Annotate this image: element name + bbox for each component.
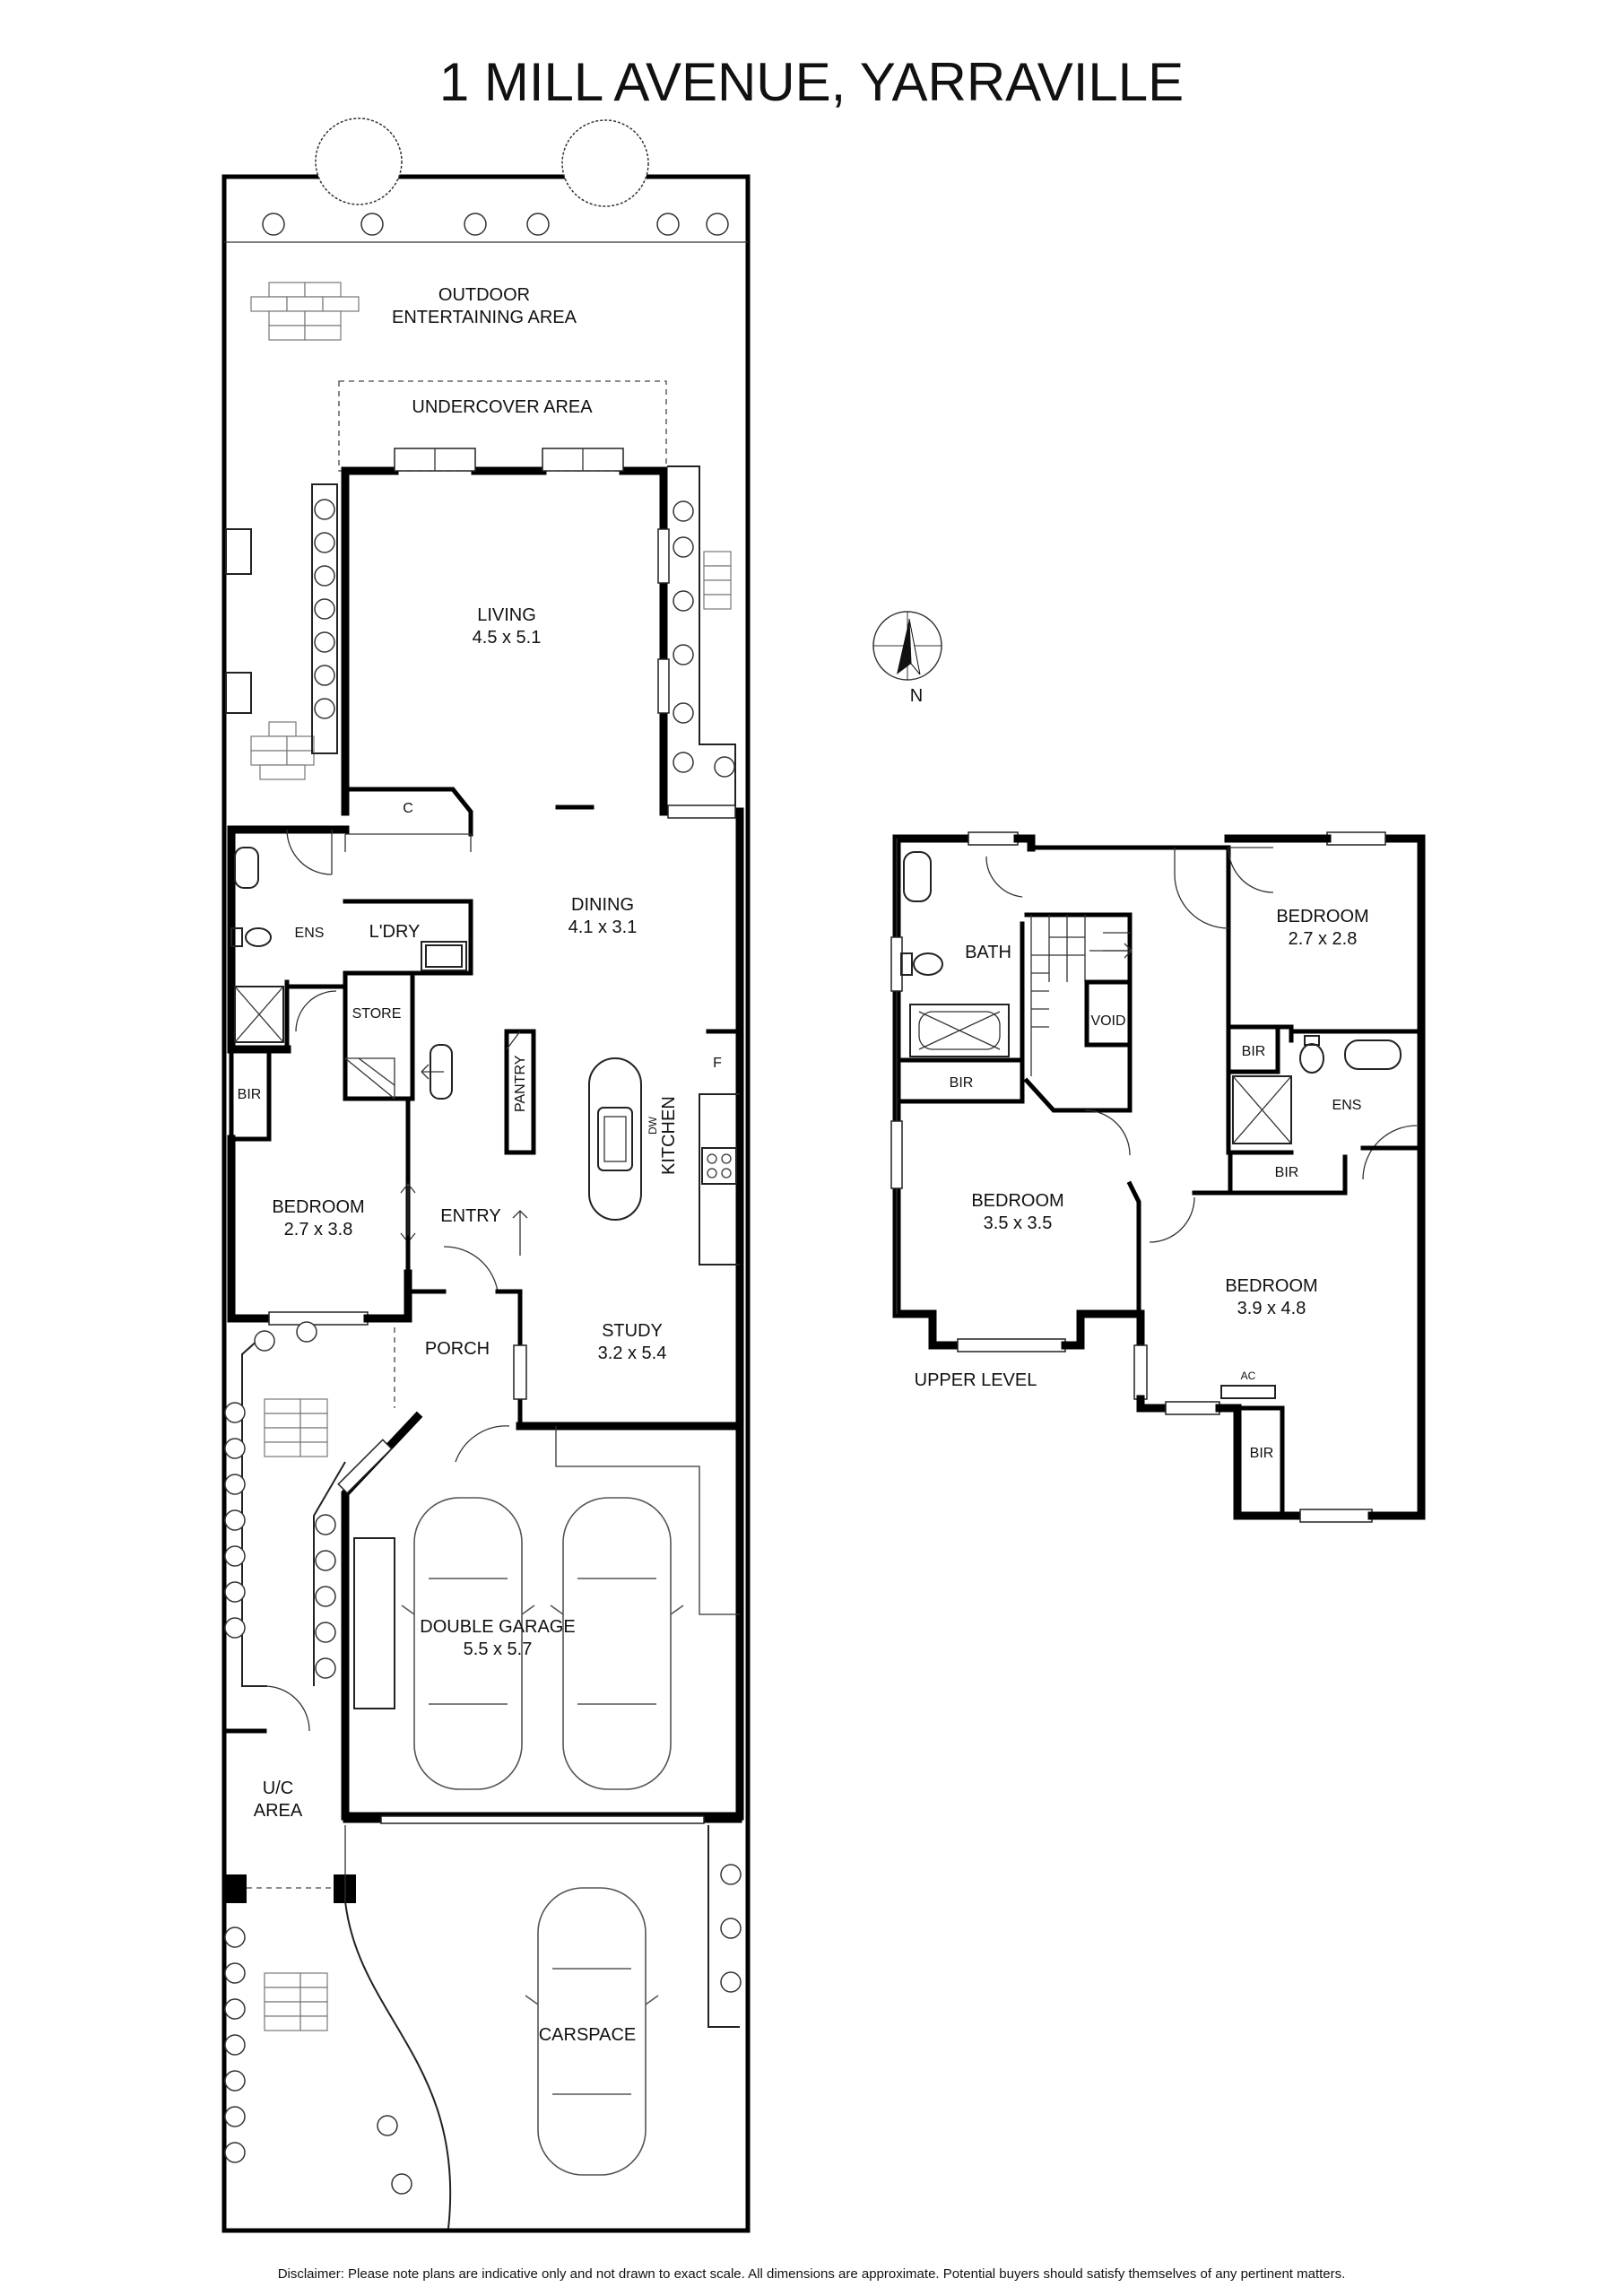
carspace-label: CARSPACE bbox=[539, 2025, 637, 2045]
kitchen-label: KITCHEN bbox=[659, 1096, 679, 1175]
fridge-label: F bbox=[713, 1056, 722, 1071]
upper-bir3-label: BIR bbox=[1275, 1165, 1299, 1180]
plan-title: 1 MILL AVENUE, YARRAVILLE bbox=[439, 52, 1184, 112]
shrub-row-top bbox=[262, 213, 729, 236]
upper-floor-plan: BATH BIR VOID BEDROOM 3.5 x 3.5 BEDROOM … bbox=[890, 831, 1426, 1523]
shrub-row-side bbox=[224, 1321, 336, 1679]
dw-label: DW bbox=[647, 1116, 659, 1135]
shrub-row-left bbox=[314, 499, 335, 719]
shrub-row-right bbox=[673, 500, 735, 778]
upper-bir2-label: BIR bbox=[1242, 1044, 1266, 1059]
upper-bedroom-w-label: BEDROOM bbox=[971, 1191, 1063, 1211]
uc-area-label-2: AREA bbox=[254, 1801, 303, 1821]
undercover-label: UNDERCOVER AREA bbox=[412, 397, 593, 417]
study-size: 3.2 x 5.4 bbox=[598, 1344, 667, 1363]
garage-label: DOUBLE GARAGE bbox=[420, 1617, 575, 1637]
garage-size: 5.5 x 5.7 bbox=[464, 1639, 533, 1659]
compass-label: N bbox=[910, 686, 923, 706]
upper-bedroom-se-label: BEDROOM bbox=[1225, 1276, 1317, 1296]
ground-bir-label: BIR bbox=[238, 1087, 262, 1102]
upper-bir4-label: BIR bbox=[1250, 1446, 1274, 1461]
ground-floor-plan: OUTDOOR ENTERTAINING AREA UNDERCOVER ARE… bbox=[221, 117, 751, 2233]
upper-ens-label: ENS bbox=[1332, 1098, 1362, 1113]
porch-label: PORCH bbox=[425, 1339, 490, 1359]
car-icon bbox=[401, 1497, 684, 1790]
dining-size: 4.1 x 3.1 bbox=[568, 918, 638, 937]
paving-icon bbox=[250, 282, 732, 2031]
upper-bedroom-w-size: 3.5 x 3.5 bbox=[984, 1213, 1053, 1233]
disclaimer: Disclaimer: Please note plans are indica… bbox=[278, 2266, 1346, 2282]
outdoor-label-2: ENTERTAINING AREA bbox=[392, 308, 577, 327]
pantry-label: PANTRY bbox=[513, 1055, 528, 1112]
outdoor-label-1: OUTDOOR bbox=[438, 285, 530, 305]
car-icon bbox=[525, 1887, 659, 2176]
entry-label: ENTRY bbox=[440, 1206, 500, 1226]
cupboard-label: C bbox=[403, 801, 413, 816]
upper-bedroom-se-size: 3.9 x 4.8 bbox=[1237, 1299, 1306, 1318]
dining-label: DINING bbox=[571, 895, 634, 915]
upper-bir1-label: BIR bbox=[950, 1075, 974, 1091]
tree-icon bbox=[315, 117, 649, 207]
living-label: LIVING bbox=[477, 605, 536, 625]
laundry-label: L'DRY bbox=[369, 922, 421, 942]
ground-bedroom-size: 2.7 x 3.8 bbox=[284, 1220, 353, 1239]
ground-bedroom-label: BEDROOM bbox=[272, 1197, 364, 1217]
store-label: STORE bbox=[352, 1006, 402, 1022]
upper-level-label: UPPER LEVEL bbox=[915, 1370, 1037, 1390]
bath-label: BATH bbox=[965, 943, 1011, 962]
undercover-area bbox=[338, 380, 667, 472]
site-boundary bbox=[221, 174, 751, 2233]
study-label: STUDY bbox=[602, 1321, 663, 1341]
ac-label: AC bbox=[1241, 1370, 1256, 1382]
upper-bedroom-ne-label: BEDROOM bbox=[1276, 907, 1368, 926]
upper-bedroom-ne-size: 2.7 x 2.8 bbox=[1289, 929, 1358, 949]
shrub-row-bottom bbox=[224, 1864, 742, 2195]
uc-area-label-1: U/C bbox=[263, 1779, 293, 1798]
void-label: VOID bbox=[1090, 1013, 1125, 1029]
living-size: 4.5 x 5.1 bbox=[473, 628, 542, 648]
compass-icon bbox=[872, 611, 942, 681]
ground-ens-label: ENS bbox=[295, 926, 325, 941]
